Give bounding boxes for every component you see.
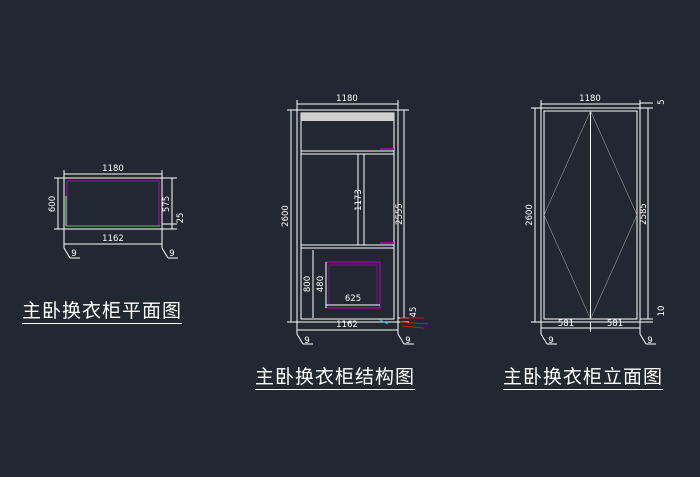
plan-dim-left: 600 <box>48 196 58 212</box>
elevation-dim-top: 1180 <box>579 94 601 104</box>
plan-dim-bottom: 1162 <box>102 234 124 244</box>
structure-dim-side-right: 9 <box>405 336 410 346</box>
elevation-dim-top-small: 5 <box>657 99 667 104</box>
plan-view-title: 主卧换衣柜平面图 <box>22 300 183 324</box>
elevation-dim-bottom-right: 581 <box>607 319 623 329</box>
structure-view-title: 主卧换衣柜结构图 <box>255 366 416 390</box>
structure-dim-lower-height: 800 <box>303 276 313 292</box>
structure-red-mark-2 <box>399 321 429 325</box>
plan-cabinet-inner <box>66 180 160 227</box>
elevation-dimension-labels: 1180 5 2600 2585 10 581 581 9 9 <box>525 94 667 346</box>
structure-outer-frame <box>296 109 399 323</box>
plan-leader-right <box>161 247 169 259</box>
elevation-door-left-swing <box>543 110 591 320</box>
structure-dim-right-small: 45 <box>409 307 419 318</box>
elevation-dim-bottom-left: 581 <box>558 319 574 329</box>
elevation-view-title: 主卧换衣柜立面图 <box>503 366 664 390</box>
structure-view <box>287 100 429 345</box>
structure-dim-top: 1180 <box>336 94 358 104</box>
plan-leader-left <box>63 247 71 259</box>
plan-dim-side-right: 9 <box>169 249 174 259</box>
structure-red-mark-3 <box>401 325 425 329</box>
plan-dim-right-small: 25 <box>176 213 186 224</box>
plan-dim-top: 1180 <box>102 164 124 174</box>
structure-dim-bottom: 1162 <box>336 320 358 330</box>
structure-dim-left: 2600 <box>281 205 291 227</box>
structure-dim-drawer-width: 625 <box>345 294 361 304</box>
elevation-dim-right-small: 10 <box>657 306 667 317</box>
elevation-dim-side-left: 9 <box>548 336 553 346</box>
plan-dim-right: 575 <box>162 196 172 212</box>
plan-view <box>54 170 178 259</box>
structure-leader-right <box>397 333 405 345</box>
elevation-dim-left: 2600 <box>525 204 535 226</box>
elevation-leader-left <box>540 333 548 345</box>
structure-dim-drawer-height: 480 <box>316 276 326 292</box>
structure-cyan-mark <box>379 319 389 325</box>
elevation-leader-right <box>639 333 647 345</box>
elevation-view <box>531 100 656 345</box>
elevation-dim-side-right: 9 <box>647 336 652 346</box>
structure-leader-left <box>296 333 304 345</box>
structure-top-rail <box>301 113 394 121</box>
elevation-dim-right: 2585 <box>639 203 649 225</box>
elevation-door-right-swing <box>590 110 638 320</box>
structure-dim-mid: 1173 <box>354 189 364 211</box>
plan-dimension-labels: 1180 1162 600 575 25 9 9 <box>48 164 186 259</box>
plan-dim-side-left: 9 <box>71 249 76 259</box>
plan-cabinet-outline <box>63 177 163 230</box>
structure-dim-right: 2555 <box>395 203 405 225</box>
structure-dimension-labels: 1180 1162 2600 2555 45 1173 625 800 480 … <box>281 94 419 346</box>
structure-dim-side-left: 9 <box>304 336 309 346</box>
